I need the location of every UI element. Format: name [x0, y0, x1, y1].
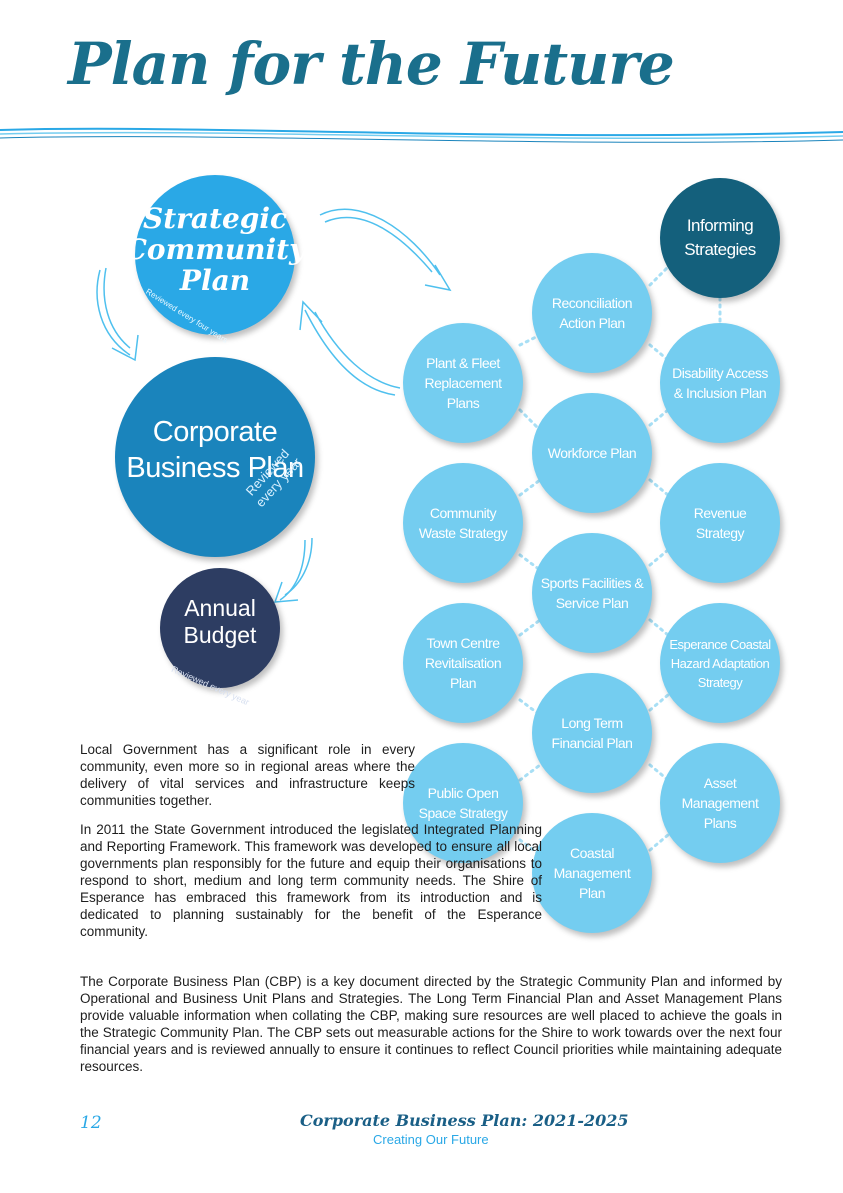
footer-title: Corporate Business Plan: 2021-2025 [300, 1111, 629, 1130]
informing-strategies-circle: Informing Strategies [660, 178, 780, 298]
sports-facilities-plan-circle: Sports Facilities & Service Plan [532, 533, 652, 653]
workforce-plan-circle: Workforce Plan [532, 393, 652, 513]
header-wave-divider [0, 127, 843, 143]
annual-budget-title: Annual Budget [183, 595, 257, 648]
strategic-community-plan-circle: Strategic Community Plan Reviewed every … [125, 175, 305, 345]
community-waste-strategy-circle: Community Waste Strategy [403, 463, 523, 583]
intro-paragraph: Local Government has a significant role … [80, 742, 415, 808]
public-open-space-strategy-circle: Public Open Space Strategy [403, 743, 523, 863]
arrow-strategies-to-scp [299, 300, 396, 396]
annual-budget-circle: Annual Budget Reviewed every year [160, 568, 280, 707]
long-term-financial-plan-circle: Long Term Financial Plan [532, 673, 652, 793]
footer-subtitle: Creating Our Future [373, 1132, 489, 1147]
page-number: 12 [80, 1113, 102, 1133]
asset-management-plans-circle: Asset Management Plans [660, 743, 780, 863]
town-centre-plan-circle: Town Centre Revitalisation Plan [403, 603, 523, 723]
revenue-strategy-circle: Revenue Strategy [660, 463, 780, 583]
arrow-scp-to-strategies [319, 208, 452, 292]
arrow-cbp-to-budget [273, 539, 306, 603]
coastal-management-plan-circle: Coastal Management Plan [532, 813, 652, 933]
coastal-hazard-strategy-circle: Esperance Coastal Hazard Adaptation Stra… [660, 603, 780, 723]
reconciliation-action-plan-circle: Reconciliation Action Plan [532, 253, 652, 373]
disability-access-plan-circle: Disability Access & Inclusion Plan [660, 323, 780, 443]
corporate-business-plan-title: Corporate Business Plan [126, 415, 304, 484]
plant-fleet-plan-circle: Plant & Fleet Replacement Plans [403, 323, 523, 443]
page-title: Plan for the Future [68, 30, 675, 98]
framework-paragraph: In 2011 the State Government introduced … [80, 822, 542, 939]
arrow-scp-to-cbp [96, 269, 139, 362]
cbp-paragraph: The Corporate Business Plan (CBP) is a k… [80, 974, 782, 1074]
strategic-community-plan-title: Strategic Community Plan [124, 201, 306, 297]
corporate-business-plan-circle: Corporate Business Plan Reviewed every y… [115, 357, 315, 557]
